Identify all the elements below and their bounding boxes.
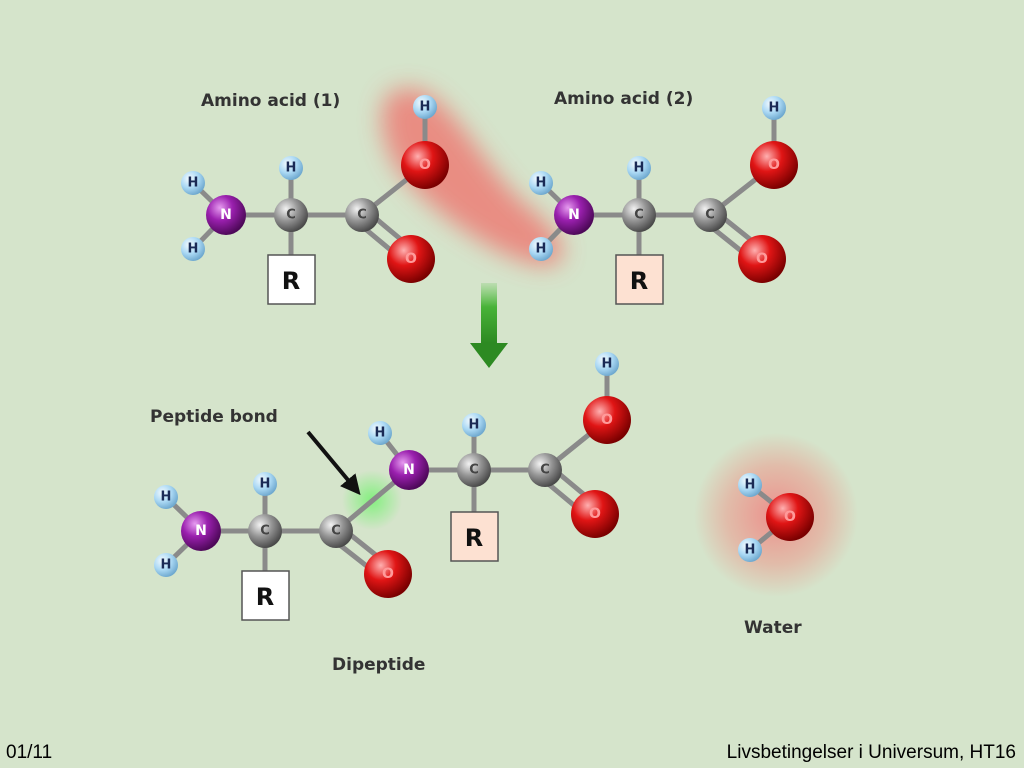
atom-c-label: C (331, 524, 341, 539)
atom-o-label: O (419, 157, 431, 173)
atom-c-label: C (357, 208, 367, 223)
atom-h-label: H (375, 426, 386, 441)
atom-h-label: H (469, 418, 480, 433)
atom-o-label: O (589, 506, 601, 522)
atom-n-label: N (403, 462, 415, 478)
atom-c-label: C (286, 208, 296, 223)
atom-o-label: O (382, 566, 394, 582)
atom-h-label: H (420, 100, 431, 115)
r-group-label: R (465, 524, 483, 552)
down-arrow-icon (470, 283, 508, 368)
atom-h-label: H (286, 161, 297, 176)
r-group-box (615, 254, 664, 305)
r-group-box (241, 570, 290, 621)
atom-h-label: H (536, 176, 547, 191)
atom-h-label: H (602, 357, 613, 372)
r-group-box (267, 254, 316, 305)
atom-h-label: H (769, 101, 780, 116)
atom-c-label: C (540, 463, 550, 478)
atom-h-label: H (161, 558, 172, 573)
atom-n-label: N (220, 207, 232, 223)
dipeptide: H H H H H H N N C C C C O O O R R (154, 352, 631, 621)
atom-c-label: C (469, 463, 479, 478)
atom-h-label: H (536, 242, 547, 257)
peptide-bond-label: Peptide bond (150, 407, 278, 427)
atom-o-label: O (768, 157, 780, 173)
diagonal-arrow-icon (306, 430, 361, 496)
atom-h-label: H (188, 242, 199, 257)
atom-o-label: O (405, 251, 417, 267)
atom-o-label: O (756, 251, 768, 267)
atom-o-label: O (601, 412, 613, 428)
dipeptide-label: Dipeptide (332, 655, 425, 675)
r-group-label: R (256, 583, 274, 611)
atom-h-label: H (745, 478, 756, 493)
amino-acid-1-label: Amino acid (1) (201, 91, 340, 111)
atom-h-label: H (188, 176, 199, 191)
atom-n-label: N (195, 523, 207, 539)
atom-n-label: N (568, 207, 580, 223)
water-molecule: H H O (738, 473, 814, 562)
atom-h-label: H (161, 490, 172, 505)
amino-acid-2-label: Amino acid (2) (554, 89, 693, 109)
water-label: Water (744, 618, 802, 638)
r-group-label: R (282, 267, 300, 295)
atom-h-label: H (634, 161, 645, 176)
course-title: Livsbetingelser i Universum, HT16 (726, 742, 1016, 763)
atom-c-label: C (705, 208, 715, 223)
r-group-box (450, 511, 499, 562)
r-group-label: R (630, 267, 648, 295)
amino-acid-2: H H H H N C C O O R (529, 96, 798, 305)
atom-c-label: C (634, 208, 644, 223)
atom-c-label: C (260, 524, 270, 539)
atom-o-label: O (784, 509, 796, 525)
amino-acid-1: H H H H N C C O O R (181, 95, 449, 305)
atom-h-label: H (745, 543, 756, 558)
slide-number: 01/11 (6, 742, 53, 763)
atom-h-label: H (260, 477, 271, 492)
